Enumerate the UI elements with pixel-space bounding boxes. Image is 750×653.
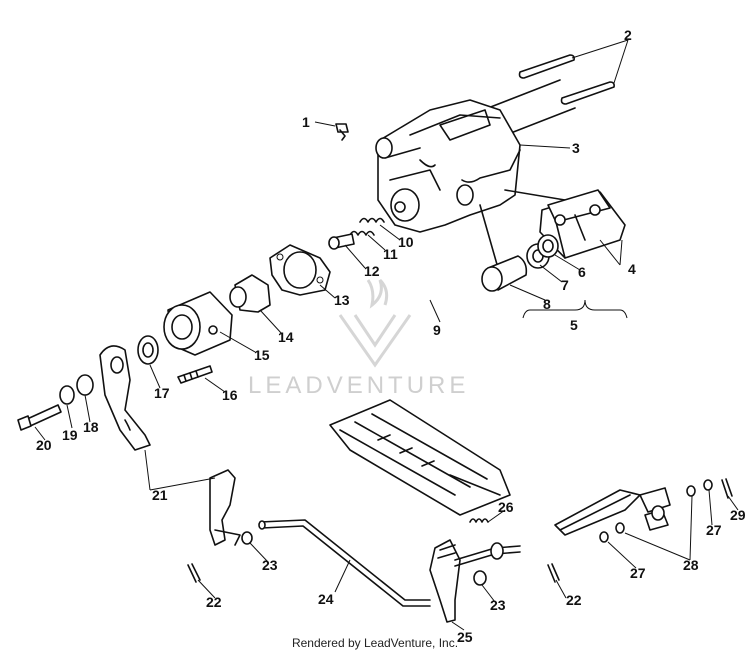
callout-27-right: 27 <box>706 522 722 538</box>
callout-5: 5 <box>570 317 578 333</box>
callout-22-right: 22 <box>566 592 582 608</box>
brake-pedal-mount-bracket <box>554 487 671 536</box>
callout-2: 2 <box>624 27 632 43</box>
callout-23-right: 23 <box>490 597 506 613</box>
callout-28: 28 <box>683 557 699 573</box>
callout-14: 14 <box>278 329 294 345</box>
part-12-plunger <box>328 233 355 250</box>
part-22-cotter-pin-right <box>547 563 560 583</box>
part-6-o-ring <box>537 234 559 258</box>
callout-3: 3 <box>572 140 580 156</box>
part-18-lever-arm <box>99 345 151 451</box>
part-17-washer <box>137 335 159 365</box>
part-21-linkage-bracket <box>209 469 241 546</box>
callouts: 1 2 3 4 5 6 7 8 9 10 11 12 13 14 15 16 1… <box>36 27 746 645</box>
footer-credit: Rendered by LeadVenture, Inc. <box>291 636 459 650</box>
part-3-brake-housing <box>375 79 576 276</box>
callout-26: 26 <box>498 499 514 515</box>
part-19b-washer <box>59 385 75 405</box>
part-24-brake-rod <box>258 519 431 607</box>
callout-11: 11 <box>383 246 398 262</box>
part-14-cam <box>229 274 271 313</box>
callout-20: 20 <box>36 437 52 453</box>
part-1-bleed-screw <box>335 123 349 141</box>
callout-29: 29 <box>730 507 746 523</box>
callout-25: 25 <box>457 629 473 645</box>
callout-17: 17 <box>154 385 170 401</box>
part-16-bolt <box>177 365 213 384</box>
callout-7: 7 <box>561 277 569 293</box>
callout-22-left: 22 <box>206 594 222 610</box>
part-27-washer-right-top <box>703 479 713 491</box>
callout-4: 4 <box>628 261 636 277</box>
part-19-nut <box>76 374 94 396</box>
part-23-washer-right <box>473 570 487 586</box>
callout-21: 21 <box>152 487 168 503</box>
part-20-bolt <box>17 404 62 431</box>
part-2-pins <box>518 54 615 105</box>
callout-19: 19 <box>62 427 78 443</box>
part-23-washer-left <box>241 531 253 545</box>
part-27-washer-right-bottom <box>599 531 609 543</box>
part-8-piston <box>481 255 528 292</box>
callout-9: 9 <box>433 322 441 338</box>
callout-12: 12 <box>364 263 380 279</box>
leader-lines <box>34 39 739 631</box>
part-15-actuator <box>163 291 233 356</box>
callout-18: 18 <box>83 419 99 435</box>
callout-24: 24 <box>318 591 334 607</box>
callout-10: 10 <box>398 234 414 250</box>
callout-15: 15 <box>254 347 270 363</box>
part-10-spring <box>359 217 385 223</box>
callout-1: 1 <box>302 114 310 130</box>
part-11-spring <box>349 230 375 236</box>
part-28-bushing <box>615 485 696 534</box>
footboard-assembly <box>329 399 511 516</box>
part-13-gasket <box>269 244 331 296</box>
part-22-cotter-pin-left <box>187 563 201 583</box>
part-4-brake-pads <box>539 189 626 259</box>
part-26-spring <box>469 518 489 523</box>
watermark-logo <box>338 278 412 368</box>
part-25-brake-pedal <box>429 539 521 623</box>
callout-27-bottom: 27 <box>630 565 646 581</box>
callout-6: 6 <box>578 264 586 280</box>
watermark-brand: LEADVENTURE <box>248 372 469 399</box>
callout-13: 13 <box>334 292 350 308</box>
callout-8: 8 <box>543 296 551 312</box>
callout-16: 16 <box>222 387 238 403</box>
callout-23-left: 23 <box>262 557 278 573</box>
part-29-cotter-pin <box>721 478 733 499</box>
